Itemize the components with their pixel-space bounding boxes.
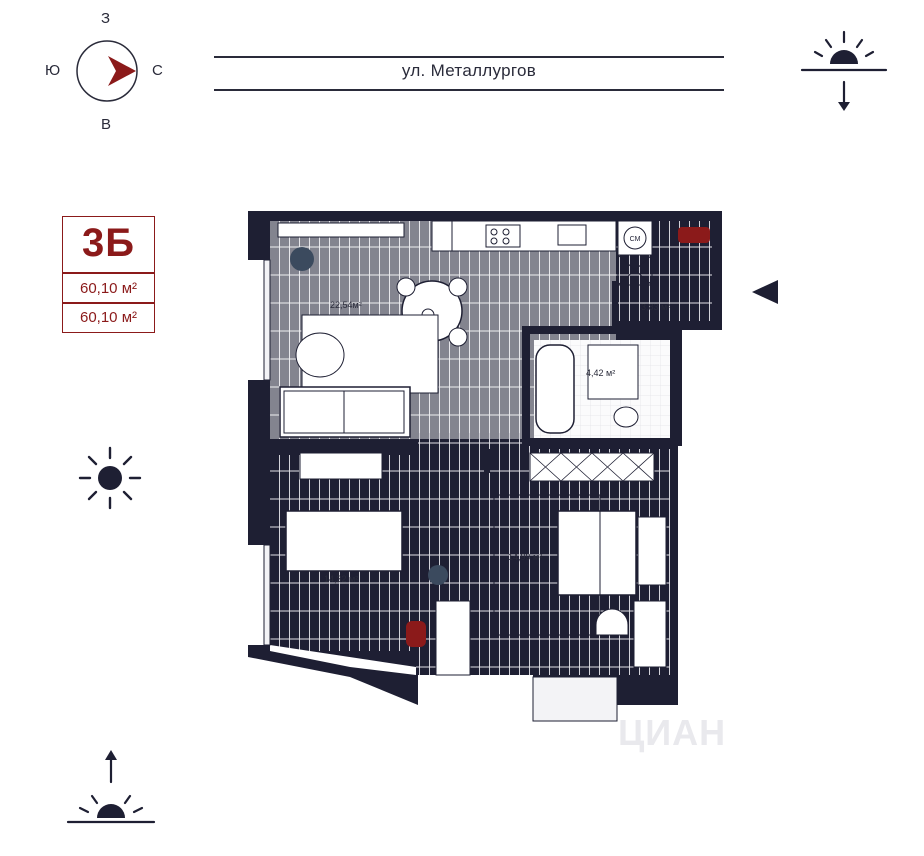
floor-plan: СМ (248, 211, 722, 722)
right-chair (595, 608, 629, 636)
street-line-bottom (214, 89, 724, 91)
sunset-icon (800, 30, 888, 111)
hallway-area-label: 3,83 м² (641, 302, 671, 312)
toilet (613, 406, 639, 428)
fridge (431, 220, 453, 252)
watermark: ЦИАН (618, 712, 727, 753)
hallway-bench (678, 227, 710, 243)
kitchen-counter (431, 220, 617, 252)
right-bed (557, 510, 637, 596)
hob (485, 224, 521, 248)
plant (290, 247, 314, 271)
unit-divider-1 (63, 272, 154, 274)
bathroom-wall (522, 326, 682, 446)
compass-east-label: С (152, 62, 163, 79)
unit-divider-2 (63, 302, 154, 304)
right-bedroom-area-label: 14,99 м² (508, 552, 543, 562)
unit-info-box: 3Б 60,10 м² 60,10 м² (62, 216, 155, 333)
unit-total-area: 60,10 м² (79, 280, 137, 297)
street-name: ул. Металлургов (401, 61, 537, 80)
hallway-wall (612, 281, 618, 331)
bathtub (535, 344, 575, 434)
left-window (263, 259, 271, 381)
coffee-table (295, 332, 345, 378)
compass-icon (76, 40, 138, 102)
bottom-window (532, 676, 618, 722)
small-plant (428, 565, 448, 585)
wardrobe (529, 452, 655, 482)
left-desk (435, 600, 471, 676)
left-bedroom-area-label: 14,32 м² (324, 574, 359, 584)
left-window-2 (263, 544, 271, 646)
unit-living-area: 60,10 м² (79, 309, 137, 326)
right-desk (633, 600, 667, 668)
compass-north-label: З (101, 10, 111, 27)
bathroom-area-label: 4,42 м² (586, 368, 616, 378)
angled-wall-fill (270, 645, 416, 675)
sofa (279, 386, 411, 438)
kitchen-living-area-label: 22,54м² (330, 300, 362, 310)
sun-icon (78, 446, 142, 510)
tv-unit (277, 222, 405, 238)
street-line-top (214, 56, 724, 58)
bath-vanity (587, 344, 639, 400)
compass-west-label: Ю (45, 62, 61, 79)
storage-box (617, 254, 653, 286)
entrance-arrow-icon (752, 280, 778, 304)
red-chair (406, 621, 426, 647)
washing-machine-label: СМ (630, 236, 641, 243)
partition-wall (270, 439, 418, 449)
sink (557, 224, 587, 246)
compass-south-label: В (101, 116, 112, 133)
partition-wall-2 (484, 449, 490, 473)
unit-code: 3Б (82, 221, 135, 265)
sunrise-icon (66, 750, 156, 824)
left-bed (285, 510, 403, 572)
